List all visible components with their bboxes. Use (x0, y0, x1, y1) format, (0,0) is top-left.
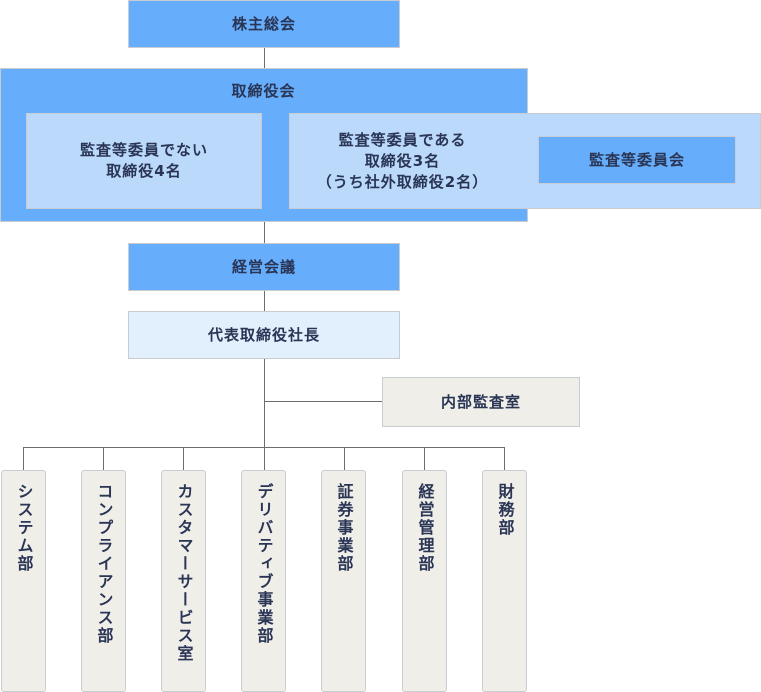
department-label: 経営管理部 (415, 483, 435, 573)
department-finance: 財務部 (482, 470, 527, 692)
department-system: システム部 (1, 470, 46, 692)
department-label: デリバティブ事業部 (254, 483, 274, 645)
audit-committee-label: 監査等委員会 (588, 150, 685, 169)
department-securities: 証券事業部 (321, 470, 366, 692)
department-label: 財務部 (495, 483, 515, 537)
department-customer-service: カスタマーサービス室 (161, 470, 206, 692)
non-audit-directors-box: 監査等委員でない 取締役4名 (26, 113, 262, 209)
connector-board-management (264, 221, 265, 243)
audit-directors-line-3: （うち社外取締役2名） (316, 172, 489, 191)
audit-directors-box: 監査等委員である 取締役3名 （うち社外取締役2名） (289, 113, 761, 209)
shareholders-meeting-box: 株主総会 (128, 0, 400, 48)
internal-audit-label: 内部監査室 (440, 392, 521, 411)
connector-internal-audit (264, 401, 382, 402)
audit-directors-line-1: 監査等委員である (338, 130, 467, 149)
connector-shareholders-board (264, 47, 265, 68)
internal-audit-box: 内部監査室 (382, 377, 580, 427)
president-box: 代表取締役社長 (128, 311, 400, 359)
department-label: コンプライアンス部 (94, 483, 114, 645)
connector-dept-7 (504, 447, 505, 470)
connector-dept-5 (344, 447, 345, 470)
management-meeting-label: 経営会議 (231, 257, 296, 276)
department-management: 経営管理部 (402, 470, 447, 692)
management-meeting-box: 経営会議 (128, 243, 400, 291)
non-audit-directors-line-2: 取締役4名 (106, 162, 182, 180)
connector-dept-4 (264, 447, 265, 470)
connector-dept-1 (23, 447, 24, 470)
audit-committee-box: 監査等委員会 (538, 136, 736, 184)
audit-directors-line-2: 取締役3名 (364, 151, 441, 170)
department-label: カスタマーサービス室 (174, 483, 194, 663)
department-label: システム部 (14, 483, 34, 573)
president-label: 代表取締役社長 (207, 325, 320, 344)
department-derivatives: デリバティブ事業部 (241, 470, 286, 692)
connector-dept-3 (183, 447, 184, 470)
department-label: 証券事業部 (334, 483, 354, 573)
connector-president-departments (264, 358, 265, 447)
connector-dept-6 (424, 447, 425, 470)
board-of-directors-title: 取締役会 (231, 81, 296, 100)
connector-dept-2 (103, 447, 104, 470)
department-compliance: コンプライアンス部 (81, 470, 126, 692)
shareholders-meeting-label: 株主総会 (231, 14, 296, 33)
audit-directors-text: 監査等委員である 取締役3名 （うち社外取締役2名） (290, 130, 515, 193)
non-audit-directors-line-1: 監査等委員でない (79, 141, 208, 159)
connector-management-president (264, 290, 265, 311)
